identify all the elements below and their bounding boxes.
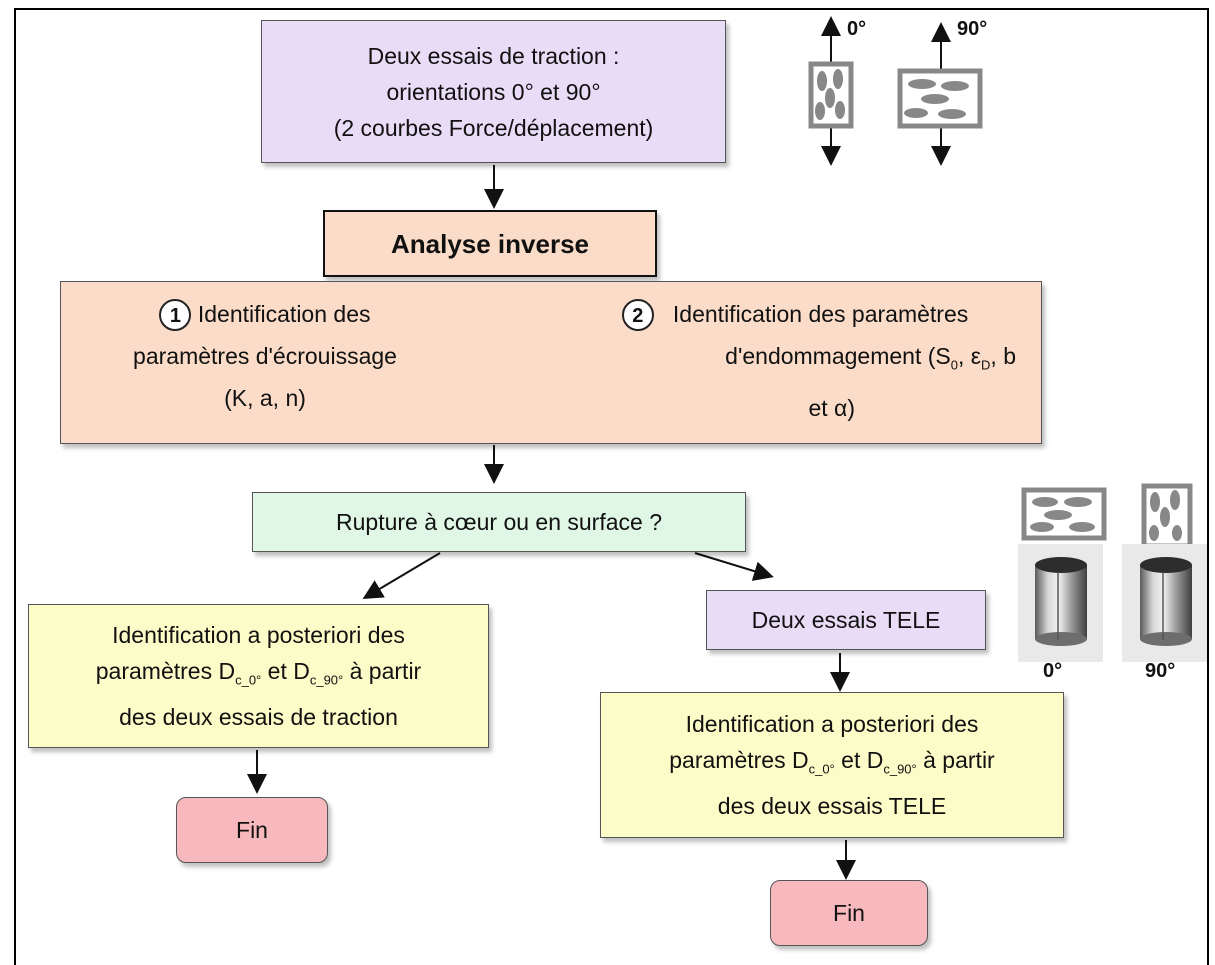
specimen-label-90: 90° (1145, 660, 1176, 682)
arrow-decision-to-left (362, 552, 441, 600)
specimen-90deg-schematic (897, 22, 983, 166)
tele-tests-box: Deux essais TELE (706, 590, 986, 650)
left-ident-line2: paramètres Dc_0° et Dc_90° à partir (95, 658, 422, 688)
left-ident-line3: des deux essais de traction (119, 703, 398, 730)
left-identification-box: Identification a posteriori des paramètr… (28, 604, 489, 748)
step2-number: 2 (621, 299, 654, 331)
orientation-label-90: 90° (957, 18, 988, 40)
inverse-analysis-box: Analyse inverse (323, 210, 657, 277)
cylinder-0deg-photo (1018, 544, 1103, 662)
step2-line2: d'endommagement (S0, εD, b (725, 343, 1016, 373)
inverse-analysis-title: Analyse inverse (390, 228, 589, 259)
outer-frame (14, 8, 1209, 965)
right-ident-line2: paramètres Dc_0° et Dc_90° à partir (669, 747, 995, 777)
right-end-box: Fin (770, 880, 928, 946)
traction-tests-line2: orientations 0° et 90° (386, 78, 601, 105)
right-ident-line1: Identification a posteriori des (685, 711, 979, 738)
specimen-0deg-schematic (808, 16, 854, 166)
traction-tests-line1: Deux essais de traction : (367, 42, 620, 69)
traction-tests-line3: (2 courbes Force/déplacement) (333, 114, 654, 141)
step1-line2: paramètres d'écrouissage (133, 343, 397, 369)
orientation-label-0: 0° (847, 18, 867, 40)
left-end-label: Fin (236, 817, 268, 843)
step1-line3: (K, a, n) (224, 385, 306, 411)
left-ident-line1: Identification a posteriori des (112, 622, 405, 649)
right-ident-line3: des deux essais TELE (717, 792, 947, 819)
step2-block: 2 Identification des paramètres d'endomm… (560, 293, 1030, 429)
arrow-decision-to-right (694, 552, 774, 581)
step1-block: 1 Identification des paramètres d'écroui… (85, 293, 445, 419)
rupture-question-box: Rupture à cœur ou en surface ? (252, 492, 746, 552)
identification-box (60, 281, 1042, 444)
tele-tests-label: Deux essais TELE (751, 607, 941, 633)
specimen-label-0: 0° (1043, 660, 1063, 682)
right-identification-box: Identification a posteriori des paramètr… (600, 692, 1064, 838)
step2-line3: et α) (808, 394, 855, 421)
step1-line1: Identification des (197, 301, 371, 327)
cylinder-0deg-schematic (1021, 487, 1107, 541)
left-end-box: Fin (176, 797, 328, 863)
step2-line1: Identification des paramètres (672, 301, 969, 327)
traction-tests-box: Deux essais de traction : orientations 0… (261, 20, 726, 163)
right-end-label: Fin (833, 900, 865, 926)
step1-number: 1 (159, 299, 192, 331)
rupture-question-text: Rupture à cœur ou en surface ? (336, 509, 662, 535)
cylinder-90deg-photo (1122, 544, 1207, 662)
cylinder-90deg-schematic (1141, 483, 1193, 549)
